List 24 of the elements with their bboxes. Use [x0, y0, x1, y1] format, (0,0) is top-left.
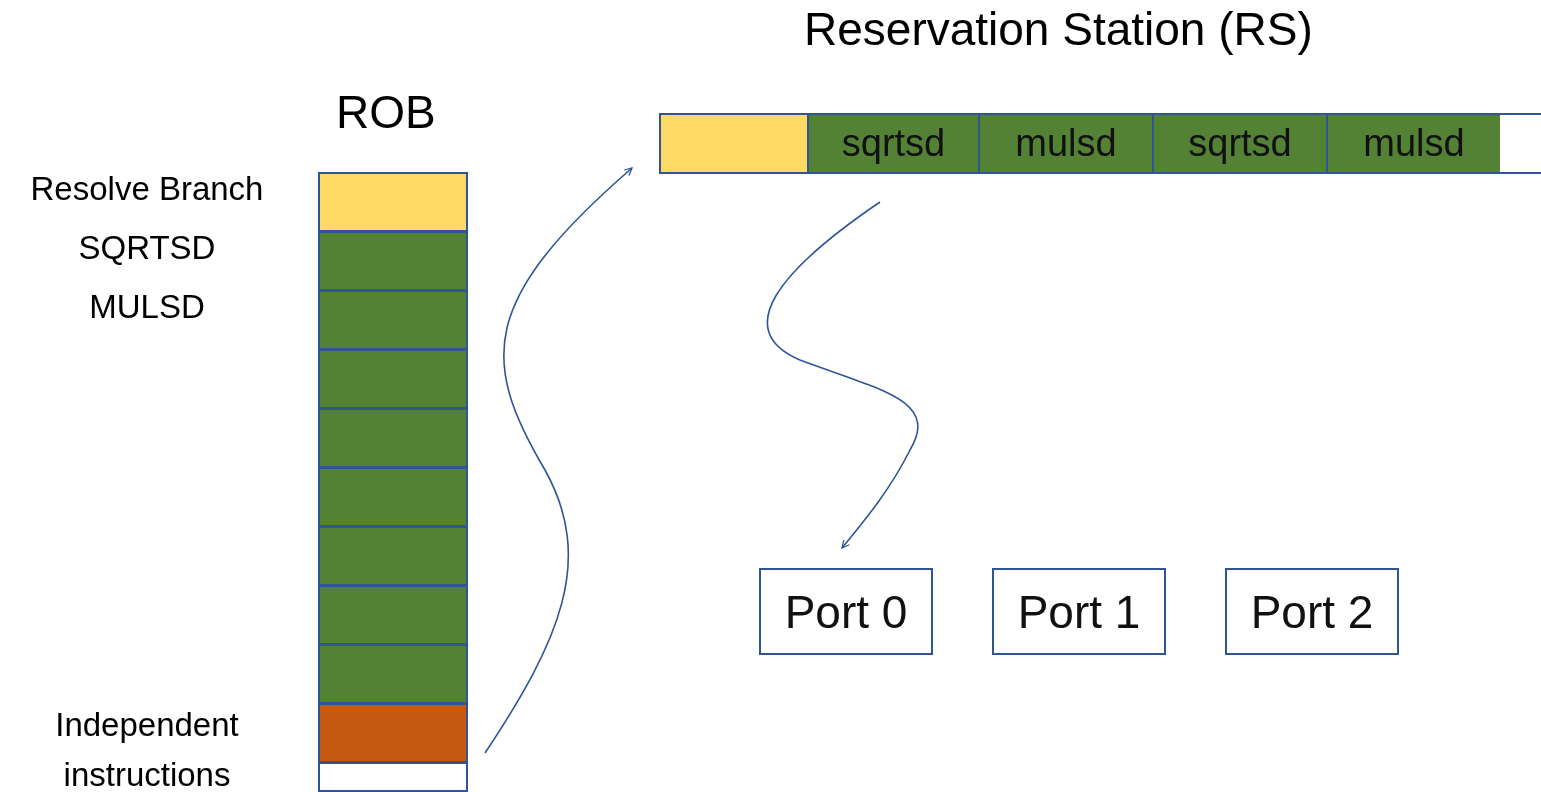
entry-cell — [659, 113, 809, 174]
entry-cell — [318, 585, 468, 645]
row-label: Independent instructions — [54, 705, 240, 792]
row-label: SQRTSD — [77, 228, 217, 268]
entry-cell — [318, 349, 468, 409]
entry-cell — [318, 526, 468, 586]
port-box: Port 2 — [1225, 568, 1399, 655]
entry-cell: mulsd — [1326, 113, 1502, 174]
entry-cell: sqrtsd — [807, 113, 980, 174]
entry-cell — [1500, 113, 1541, 174]
heading: ROB — [336, 85, 436, 139]
row-label: MULSD — [88, 287, 206, 327]
curved-arrow — [766, 201, 919, 549]
port-box: Port 0 — [759, 568, 933, 655]
row-label: Resolve Branch — [29, 169, 265, 209]
curved-arrow — [484, 167, 633, 754]
heading: Reservation Station (RS) — [804, 2, 1313, 56]
port-box: Port 1 — [992, 568, 1166, 655]
entry-cell: sqrtsd — [1152, 113, 1328, 174]
entry-cell — [318, 467, 468, 527]
entry-cell — [318, 408, 468, 468]
entry-cell — [318, 762, 468, 792]
entry-cell — [318, 644, 468, 704]
entry-cell: mulsd — [978, 113, 1154, 174]
